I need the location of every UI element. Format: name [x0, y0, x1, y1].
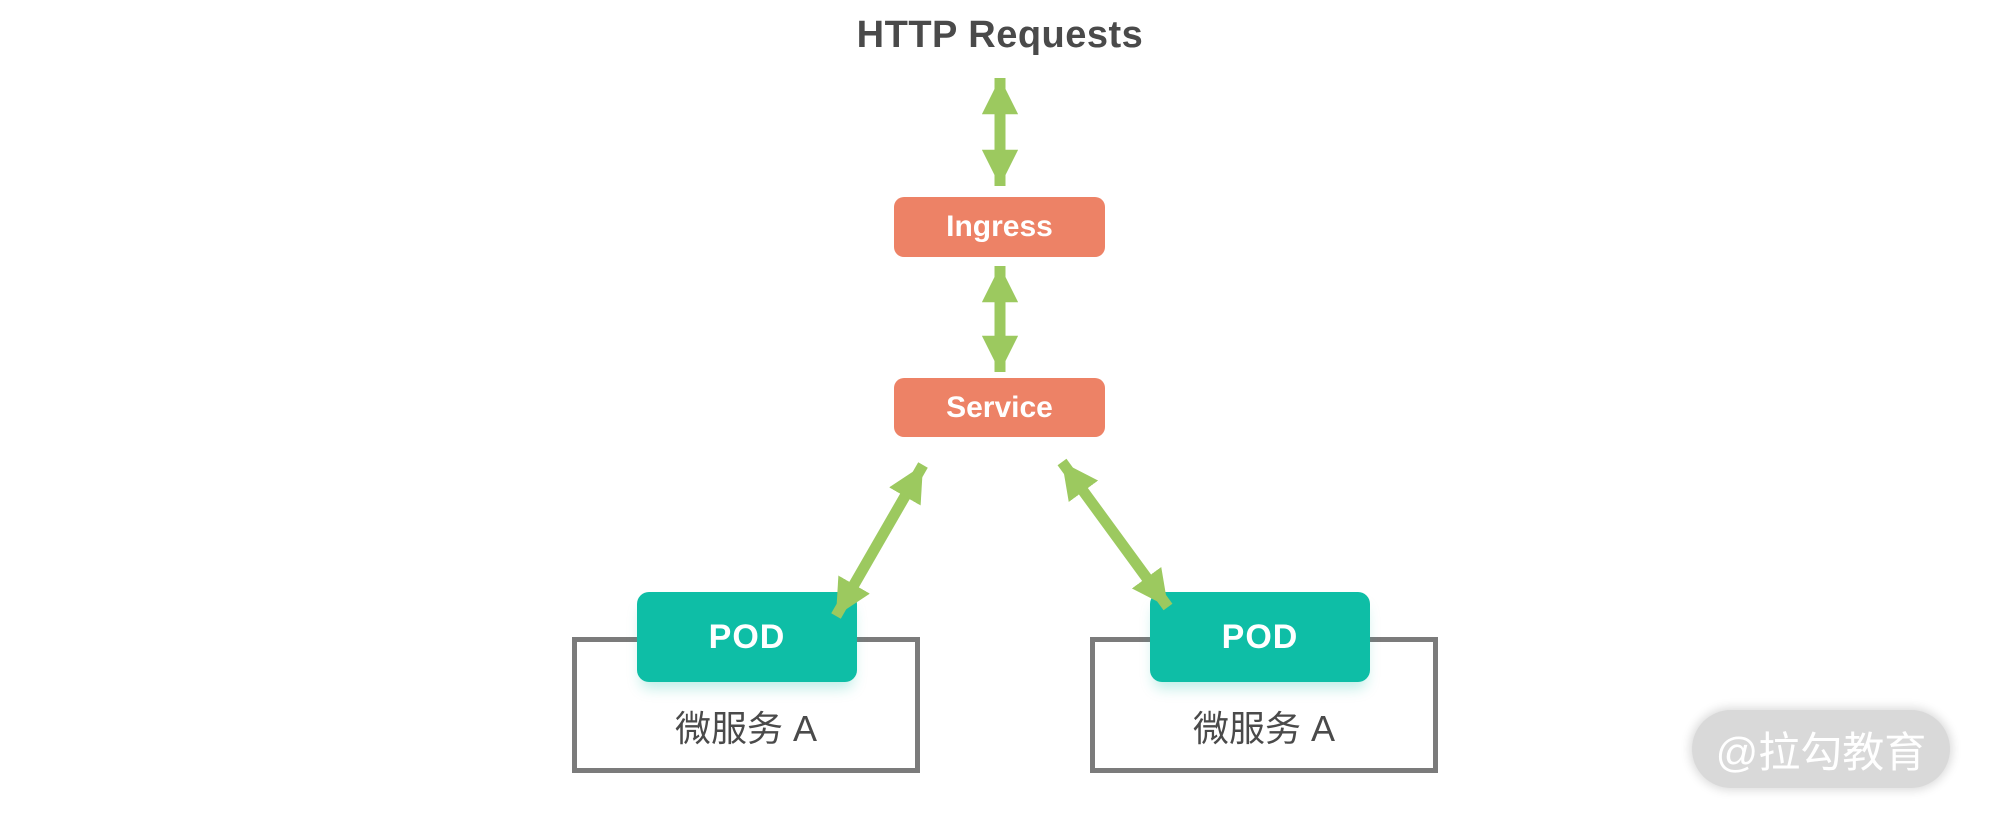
pod-label-left: POD [708, 617, 786, 656]
service-label: Service [946, 390, 1053, 424]
service-node: Service [894, 378, 1105, 437]
pod-node-left: POD [637, 592, 857, 682]
arrow-service-to-pod-right [1057, 458, 1173, 611]
watermark-label: @拉勾教育 [1715, 728, 1927, 776]
ingress-label: Ingress [946, 210, 1053, 243]
microservice-label-left: 微服务 A [674, 708, 817, 749]
pod-label-right: POD [1221, 617, 1299, 656]
watermark-badge: @拉勾教育 [1692, 710, 1950, 788]
ingress-node: Ingress [894, 197, 1105, 257]
diagram-title: HTTP Requests [856, 14, 1144, 56]
microservice-label-right: 微服务 A [1192, 708, 1335, 749]
pod-node-right: POD [1150, 592, 1370, 682]
